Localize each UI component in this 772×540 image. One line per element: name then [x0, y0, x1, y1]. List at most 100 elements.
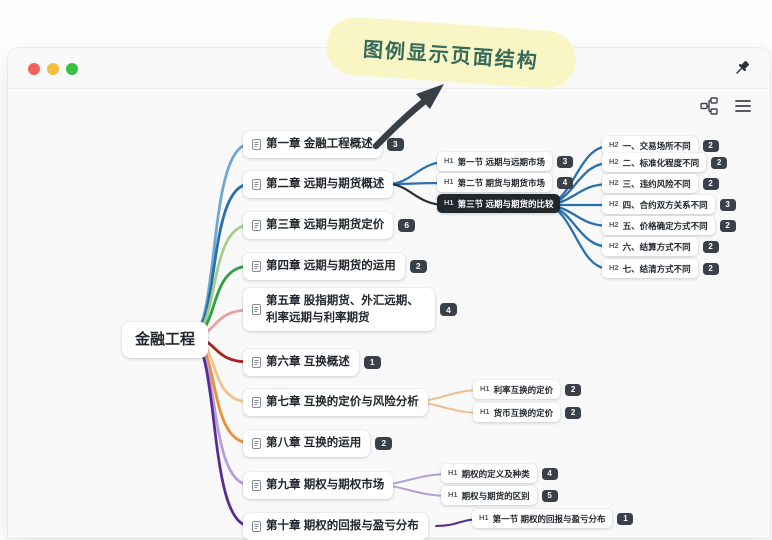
- menu-icon[interactable]: [734, 97, 752, 115]
- mindmap-node-chapter5[interactable]: 第五章 股指期货、外汇远期、利率远期与利率期货 4: [243, 288, 457, 332]
- heading-level-tag: H1: [444, 156, 454, 166]
- children-count-badge[interactable]: 2: [702, 240, 719, 253]
- mindmap-node-chapter6[interactable]: 第六章 互换概述 1: [243, 349, 381, 376]
- pin-icon[interactable]: [732, 58, 752, 78]
- node-label: 第二章 远期与期货概述: [266, 178, 385, 190]
- mindmap-root-node[interactable]: 金融工程: [122, 322, 209, 358]
- heading-level-tag: H1: [448, 468, 458, 478]
- document-icon: [252, 138, 261, 150]
- document-icon: [252, 304, 261, 316]
- mindmap-node-chapter9[interactable]: 第九章 期权与期权市场: [243, 472, 394, 499]
- children-count-badge[interactable]: 1: [363, 355, 381, 369]
- children-count-badge[interactable]: 2: [565, 383, 582, 396]
- children-count-badge[interactable]: 2: [719, 219, 736, 232]
- document-icon: [252, 520, 261, 532]
- fullscreen-button[interactable]: [66, 63, 78, 75]
- node-label: 五、价格确定方式不同: [622, 220, 708, 231]
- node-label: 货币互换的定价: [493, 407, 554, 418]
- heading-level-tag: H1: [479, 513, 489, 523]
- close-button[interactable]: [28, 63, 40, 75]
- document-icon: [252, 479, 261, 491]
- mindmap-node-chapter2[interactable]: 第二章 远期与期货概述: [243, 171, 394, 198]
- toolbar: [8, 89, 770, 123]
- children-count-badge[interactable]: 1: [617, 512, 634, 525]
- node-label: 第五章 股指期货、外汇远期、利率远期与利率期货: [266, 295, 419, 324]
- mindmap-node-chapter3[interactable]: 第三章 远期与期货定价 6: [243, 212, 416, 239]
- heading-level-tag: H1: [480, 407, 490, 417]
- node-label: 三、违约风险不同: [622, 178, 691, 189]
- heading-level-tag: H1: [444, 177, 454, 187]
- node-label: 第九章 期权与期权市场: [266, 479, 385, 491]
- node-label: 一、交易场所不同: [622, 140, 691, 151]
- children-count-badge[interactable]: 2: [565, 406, 582, 419]
- node-label: 第三节 远期与期货的比较: [457, 198, 554, 209]
- node-label: 第一节 期权的回报与盈亏分布: [492, 513, 606, 524]
- mindmap-node-chapter4[interactable]: 第四章 远期与期货的运用 2: [243, 253, 427, 280]
- node-label: 第一节 远期与远期市场: [457, 156, 545, 167]
- node-label: 第七章 互换的定价与风险分析: [266, 396, 419, 408]
- node-label: 期权的定义及种类: [461, 468, 530, 479]
- document-icon: [252, 356, 261, 368]
- hand-drawn-arrow-icon: [372, 84, 444, 150]
- minimize-button[interactable]: [47, 63, 59, 75]
- node-label: 第三章 远期与期货定价: [266, 219, 385, 231]
- children-count-badge[interactable]: 4: [541, 467, 558, 480]
- children-count-badge[interactable]: 2: [711, 156, 728, 169]
- traffic-lights: [28, 63, 78, 75]
- heading-level-tag: H2: [609, 263, 619, 273]
- mindmap-node-chapter7[interactable]: 第七章 互换的定价与风险分析: [243, 389, 428, 416]
- children-count-badge[interactable]: 2: [375, 436, 393, 450]
- node-label: 金融工程: [135, 331, 196, 348]
- children-count-badge[interactable]: 2: [702, 139, 719, 152]
- children-count-badge[interactable]: 2: [409, 259, 427, 273]
- node-label: 四、合约双方关系不同: [622, 199, 708, 210]
- titlebar[interactable]: [8, 48, 770, 89]
- children-count-badge[interactable]: 4: [440, 303, 457, 317]
- mindmap-node-chapter10[interactable]: 第十章 期权的回报与盈亏分布: [243, 513, 428, 540]
- heading-level-tag: H1: [480, 384, 490, 394]
- document-icon: [252, 260, 261, 272]
- children-count-badge[interactable]: 2: [702, 177, 719, 190]
- document-icon: [252, 437, 261, 449]
- mindmap-node-chapter8[interactable]: 第八章 互换的运用 2: [243, 430, 393, 457]
- node-label: 期权与期货的区别: [461, 490, 530, 501]
- node-label: 七、结清方式不同: [622, 263, 691, 274]
- children-count-badge[interactable]: 3: [719, 198, 736, 211]
- heading-level-tag: H2: [609, 178, 619, 188]
- node-label: 第一章 金融工程概述: [266, 138, 373, 150]
- children-count-badge[interactable]: 3: [556, 155, 573, 168]
- children-count-badge[interactable]: 5: [541, 489, 558, 502]
- heading-level-tag: H2: [609, 220, 619, 230]
- heading-level-tag: H2: [609, 140, 619, 150]
- children-count-badge[interactable]: 3: [386, 137, 404, 151]
- mindmap-node-chapter1[interactable]: 第一章 金融工程概述 3: [243, 131, 404, 158]
- node-label: 二、标准化程度不同: [622, 157, 700, 168]
- node-label: 第六章 互换概述: [266, 356, 350, 368]
- node-label: 第四章 远期与期货的运用: [266, 260, 396, 272]
- document-icon: [252, 396, 261, 408]
- document-icon: [252, 178, 261, 190]
- children-count-badge[interactable]: 2: [702, 262, 719, 275]
- children-count-badge[interactable]: 4: [556, 176, 573, 189]
- heading-level-tag: H2: [609, 241, 619, 251]
- heading-level-tag: H1: [448, 490, 458, 500]
- heading-level-tag: H1: [444, 198, 454, 208]
- children-count-badge[interactable]: 6: [398, 218, 416, 232]
- mindmap-structure-icon[interactable]: [700, 97, 718, 115]
- node-label: 第八章 互换的运用: [266, 437, 362, 449]
